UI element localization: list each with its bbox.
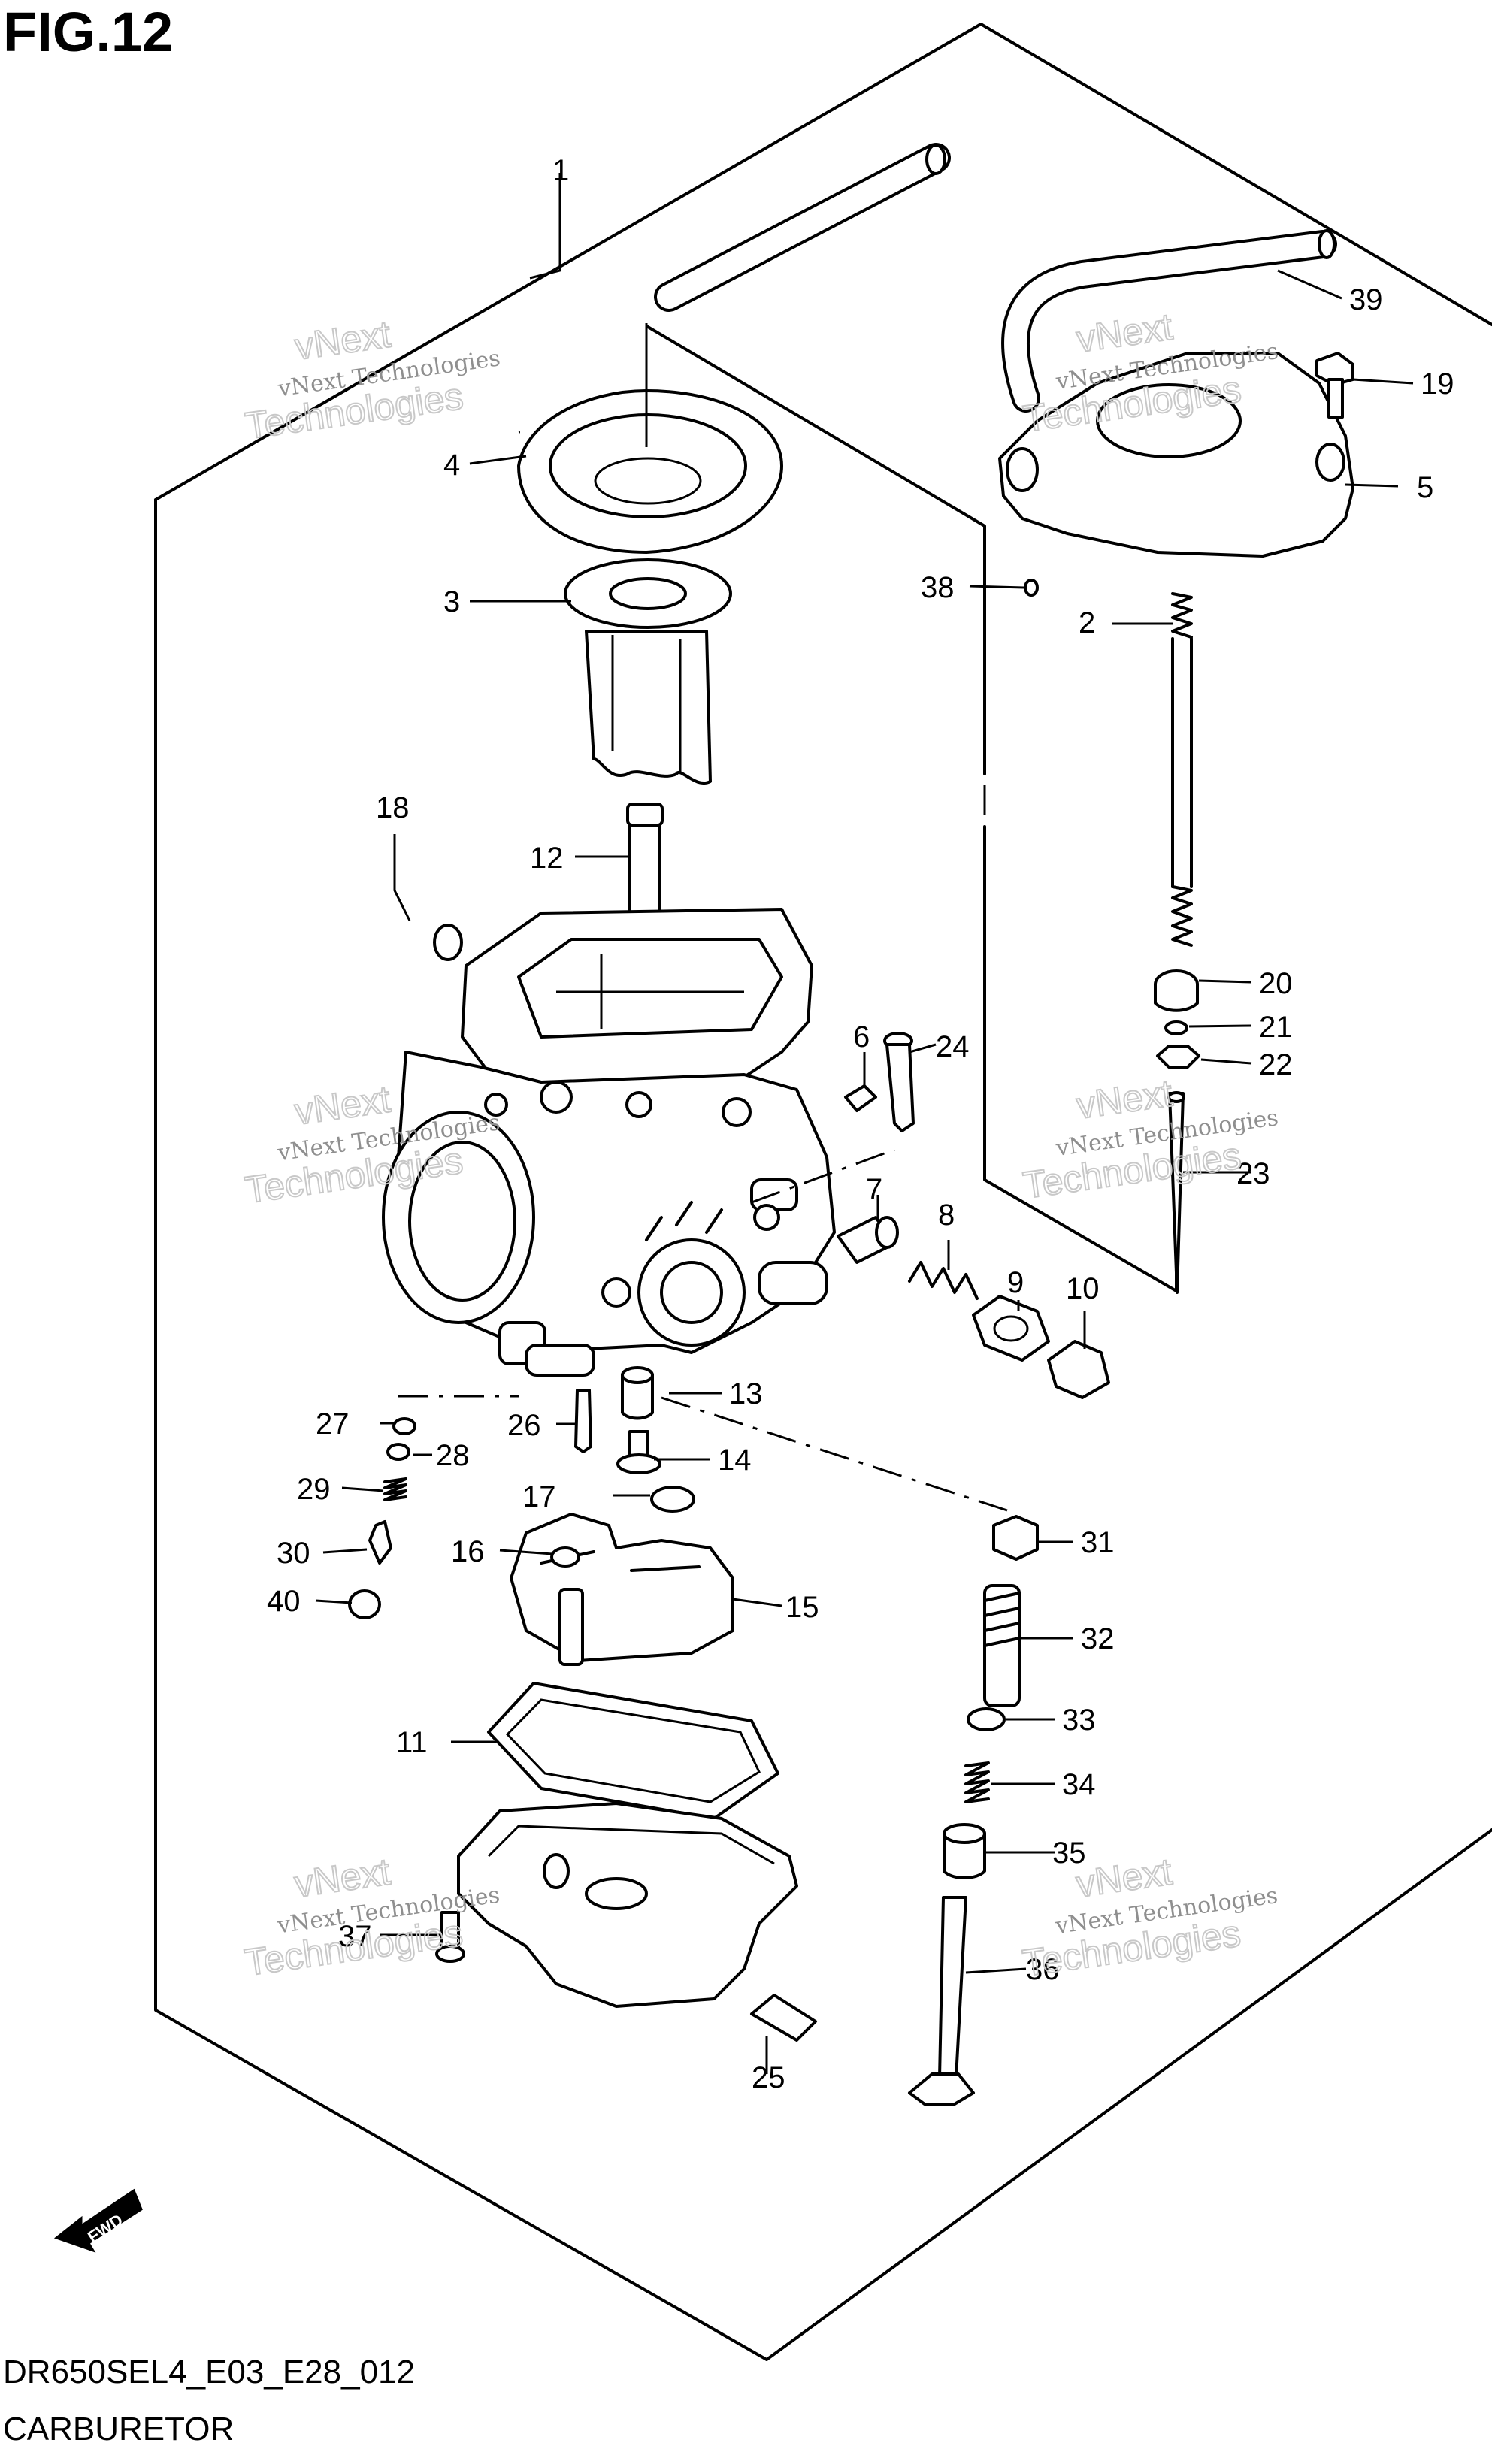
callout-18: 18 — [376, 791, 410, 824]
screw-32 — [983, 1584, 1021, 1707]
callout-30: 30 — [277, 1537, 310, 1570]
watermark-bottom-right: vNext vNext Technologies Technologies — [1019, 1849, 1279, 1985]
drain-screw-36 — [908, 1896, 975, 2106]
watermark-ghost: vNext — [1073, 1850, 1174, 1905]
callout-37: 37 — [338, 1920, 372, 1953]
spring-29 — [383, 1477, 407, 1501]
callout-32: 32 — [1081, 1622, 1115, 1655]
callout-19: 19 — [1421, 367, 1454, 401]
gasket-11 — [487, 1682, 779, 1820]
callout-4: 4 — [443, 449, 460, 482]
nut-9 — [972, 1295, 1050, 1362]
callout-17: 17 — [522, 1480, 556, 1513]
spring-8 — [908, 1261, 979, 1300]
outer-frame — [154, 23, 1492, 2361]
watermark-ghost: vNext — [1074, 1072, 1175, 1126]
callout-13: 13 — [729, 1377, 763, 1410]
callout-6: 6 — [853, 1020, 870, 1054]
callout-31: 31 — [1081, 1526, 1115, 1559]
center-lines — [398, 785, 1008, 1512]
hose-18 — [205, 420, 521, 961]
cap-40 — [348, 1589, 381, 1619]
o-ring-16 — [550, 1546, 580, 1568]
callout-36: 36 — [1026, 1953, 1060, 1986]
screw-37 — [435, 1911, 465, 1963]
callout-33: 33 — [1062, 1704, 1096, 1737]
diaphragm-4 — [517, 323, 783, 554]
callout-23: 23 — [1236, 1157, 1270, 1190]
o-ring-33 — [967, 1707, 1006, 1731]
washer-28 — [386, 1443, 410, 1461]
callout-12: 12 — [530, 842, 564, 875]
seat-20 — [1154, 969, 1199, 1012]
callout-34: 34 — [1062, 1768, 1096, 1801]
o-ring-27 — [392, 1417, 416, 1435]
screw-25 — [750, 1994, 817, 2042]
clip-21 — [1164, 1020, 1188, 1035]
washer-22 — [1156, 1045, 1200, 1069]
hose-1 — [654, 143, 951, 312]
callout-38: 38 — [921, 571, 955, 604]
callout-10: 10 — [1066, 1272, 1100, 1305]
callout-29: 29 — [297, 1473, 331, 1506]
pilot-screw-30 — [368, 1520, 392, 1565]
float-15 — [510, 1513, 734, 1666]
watermark-ghost: vNext — [292, 1078, 392, 1132]
callout-25: 25 — [752, 2061, 785, 2094]
callout-24: 24 — [936, 1030, 970, 1063]
figure-title: FIG.12 — [3, 1, 174, 63]
watermark-ghost: vNext — [292, 1850, 392, 1905]
callout-5: 5 — [1417, 471, 1433, 504]
hose-39 — [1000, 229, 1337, 413]
callout-14: 14 — [718, 1444, 752, 1477]
jet-holder-14 — [616, 1430, 661, 1474]
callout-7: 7 — [866, 1173, 882, 1206]
watermark-ghost: vNext — [1074, 305, 1175, 360]
leader-lines — [315, 173, 1414, 2074]
callout-22: 22 — [1259, 1048, 1293, 1081]
callout-20: 20 — [1259, 967, 1293, 1000]
callout-28: 28 — [436, 1439, 470, 1472]
callout-16: 16 — [451, 1535, 485, 1568]
callout-9: 9 — [1007, 1266, 1024, 1299]
diagram-name: CARBURETOR — [3, 2411, 235, 2447]
callout-27: 27 — [316, 1407, 350, 1441]
o-ring-38 — [1024, 579, 1039, 597]
callout-3: 3 — [443, 585, 460, 618]
nut-31 — [992, 1515, 1039, 1561]
plug-6 — [844, 1084, 877, 1112]
float-bowl — [457, 1802, 798, 2008]
piston-slide-3 — [564, 558, 732, 785]
callout-26: 26 — [507, 1409, 541, 1442]
fwd-arrow-icon: FWD — [53, 2188, 143, 2253]
carburetor-body — [382, 908, 836, 1377]
watermark-ghost: vNext — [292, 313, 393, 367]
top-cap-5 — [998, 352, 1354, 558]
o-ring-17 — [650, 1486, 695, 1513]
callout-1: 1 — [552, 154, 569, 187]
callout-39: 39 — [1349, 283, 1383, 316]
jet-13 — [621, 1366, 654, 1420]
callout-labels: 1 2 3 4 5 6 7 8 9 10 11 12 13 14 15 16 1… — [267, 154, 1454, 2094]
callout-35: 35 — [1052, 1837, 1086, 1870]
callout-8: 8 — [938, 1199, 955, 1232]
spring-2 — [1171, 592, 1193, 947]
callout-11: 11 — [396, 1726, 428, 1759]
jet-needle-23 — [1167, 1091, 1185, 1294]
callout-15: 15 — [785, 1591, 819, 1624]
plunger-7 — [837, 1216, 899, 1264]
screw-19 — [1315, 352, 1354, 419]
cap-10 — [1047, 1340, 1110, 1399]
spring-34 — [964, 1761, 990, 1803]
collar-35 — [943, 1823, 986, 1879]
screw-24 — [883, 1032, 915, 1132]
callout-40: 40 — [267, 1585, 301, 1618]
callout-21: 21 — [1259, 1011, 1293, 1044]
diagram-code: DR650SEL4_E03_E28_012 — [3, 2354, 416, 2390]
pilot-jet-26 — [574, 1389, 592, 1453]
callout-2: 2 — [1079, 606, 1095, 639]
